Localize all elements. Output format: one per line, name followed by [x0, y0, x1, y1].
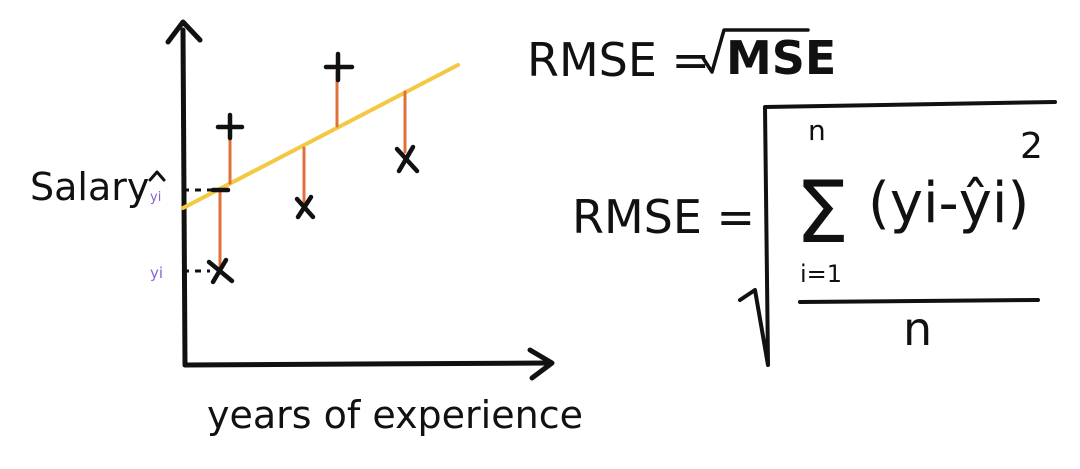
point-plus-2 — [323, 51, 355, 83]
yhat-tick-label: yi — [148, 170, 166, 205]
residuals — [218, 70, 407, 274]
y-axis — [180, 27, 188, 368]
point-plus-1 — [215, 112, 245, 141]
guides — [183, 188, 213, 273]
fraction-bar — [798, 298, 1040, 304]
sum-upper: n — [808, 114, 826, 147]
sqrt-icon — [701, 28, 810, 74]
svg-text:yi: yi — [150, 190, 161, 205]
formula2-lhs: RMSE = — [572, 190, 755, 244]
regression-line — [181, 63, 460, 210]
big-sqrt-icon — [738, 100, 1057, 367]
y-tick-label: yi — [150, 264, 163, 282]
denominator: n — [903, 302, 932, 356]
point-cross-3 — [394, 144, 420, 174]
data-points — [206, 51, 420, 285]
point-cross-2 — [294, 194, 316, 220]
formula1-rhs: MSE — [726, 31, 836, 85]
hat-icon — [148, 170, 166, 182]
formula-sqrt-mse: RMSE = MSE — [527, 28, 836, 87]
summation-term: (yi-ŷi) — [868, 171, 1029, 236]
formula1-lhs: RMSE = — [527, 33, 710, 87]
x-axis-label: years of experience — [207, 393, 583, 437]
power: 2 — [1020, 126, 1043, 167]
y-axis-arrow — [165, 19, 203, 45]
x-axis-arrow — [527, 347, 555, 381]
y-axis-label: Salary — [30, 165, 149, 209]
x-axis — [182, 360, 551, 368]
sum-lower: i=1 — [800, 260, 842, 288]
point-cross-1 — [206, 257, 235, 285]
sigma-icon: Σ — [795, 163, 849, 263]
formula-rmse-full: RMSE = n Σ i=1 (yi-ŷi) 2 n — [572, 100, 1057, 367]
axes — [165, 19, 555, 381]
